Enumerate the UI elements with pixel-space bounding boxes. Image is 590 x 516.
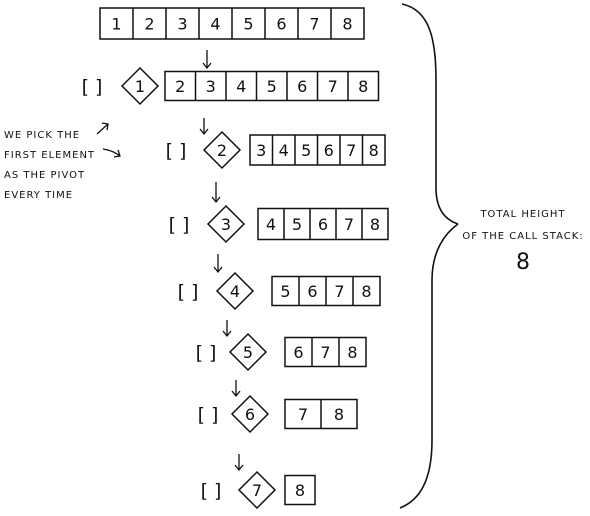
sub-array-cell: 3 — [256, 141, 266, 160]
top-array-cell: 7 — [309, 15, 319, 34]
total-value: 8 — [516, 250, 530, 275]
empty-list: [ ] — [198, 404, 219, 426]
note-line-2: FIRST ELEMENT — [4, 150, 96, 161]
sub-array-box — [284, 474, 316, 506]
brace-lower — [399, 223, 459, 509]
empty-list: [ ] — [82, 76, 103, 98]
sub-array-cell: 6 — [324, 141, 334, 160]
top-array-cell: 4 — [210, 15, 220, 34]
top-array-cell: 2 — [144, 15, 154, 34]
pivot-value: 7 — [252, 481, 262, 500]
pivot-value: 6 — [245, 405, 255, 424]
empty-list: [ ] — [166, 140, 187, 162]
sub-array-cell: 6 — [307, 282, 317, 301]
pivot-diamond — [215, 271, 255, 311]
sub-array-cell: 7 — [346, 141, 356, 160]
note-arrow-down — [102, 148, 121, 157]
empty-list: [ ] — [196, 342, 217, 364]
sub-array-cell: 6 — [293, 343, 303, 362]
total-line-1: TOTAL HEIGHT — [480, 209, 566, 220]
top-array-cell: 6 — [276, 15, 286, 34]
sub-array-cell: 5 — [280, 282, 290, 301]
top-array-cell: 1 — [111, 15, 121, 34]
sub-array-cell: 6 — [318, 215, 328, 234]
sub-array-cell: 7 — [328, 77, 338, 96]
sub-array-cell: 7 — [320, 343, 330, 362]
note-arrow-up-head — [101, 122, 109, 131]
brace-upper — [401, 3, 459, 225]
level-6: [ ] 6 7 8 — [198, 394, 358, 434]
sub-array-cell: 8 — [369, 141, 379, 160]
top-array-cell: 5 — [243, 15, 253, 34]
down-arrow-head — [199, 128, 209, 136]
pivot-value: 2 — [217, 141, 227, 160]
sub-array-cell: 8 — [361, 282, 371, 301]
note-arrow-down-head — [113, 149, 121, 158]
down-arrow-head — [222, 330, 232, 338]
sub-array-cell: 8 — [295, 481, 305, 500]
sub-array-cell: 8 — [334, 405, 344, 424]
sub-array-cell: 2 — [175, 77, 185, 96]
pivot-value: 5 — [243, 343, 253, 362]
sub-array-cell: 4 — [279, 141, 289, 160]
top-array-cell: 8 — [342, 15, 352, 34]
sub-array-box — [164, 70, 380, 102]
empty-list: [ ] — [169, 214, 190, 236]
note-arrows — [96, 122, 121, 158]
pivot-value: 3 — [221, 215, 231, 234]
sub-array-cell: 7 — [334, 282, 344, 301]
top-array-cell: 3 — [177, 15, 187, 34]
sub-array-cell: 3 — [206, 77, 216, 96]
pivot-diamond — [237, 470, 277, 510]
sub-array-cell: 5 — [292, 215, 302, 234]
sub-array-box — [284, 336, 367, 368]
sub-array-cell: 4 — [236, 77, 246, 96]
total-height-label: TOTAL HEIGHT OF THE CALL STACK: 8 — [458, 204, 588, 275]
down-arrow-head — [202, 62, 212, 70]
pivot-diamond — [120, 66, 160, 106]
sub-array-box — [257, 207, 389, 241]
level-7: [ ] 7 8 — [201, 470, 316, 510]
pivot-diamond — [230, 394, 270, 434]
down-arrow-head — [231, 390, 241, 398]
step-arrows — [199, 50, 244, 472]
note-line-1: WE PICK THE — [4, 130, 81, 141]
down-arrow-head — [234, 464, 244, 472]
sub-array-cell: 8 — [370, 215, 380, 234]
pivot-note: WE PICK THE FIRST ELEMENT AS THE PIVOT E… — [4, 126, 95, 206]
note-arrow-up — [96, 123, 109, 135]
total-line-2: OF THE CALL STACK: — [462, 231, 584, 242]
initial-array: 1 2 3 4 5 6 7 8 — [99, 7, 365, 40]
note-line-4: EVERY TIME — [4, 190, 74, 201]
pivot-diamond — [206, 204, 246, 244]
pivot-value: 1 — [135, 77, 145, 96]
sub-array-cell: 4 — [266, 215, 276, 234]
pivot-diamond — [202, 130, 242, 170]
sub-array-cell: 7 — [344, 215, 354, 234]
pivot-diamond — [228, 332, 268, 372]
pivot-value: 4 — [230, 282, 240, 301]
empty-list: [ ] — [201, 480, 222, 502]
sub-array-cell: 6 — [297, 77, 307, 96]
note-line-3: AS THE PIVOT — [4, 170, 86, 181]
sub-array-cell: 5 — [267, 77, 277, 96]
call-stack-brace — [399, 3, 459, 509]
sub-array-cell: 8 — [347, 343, 357, 362]
level-1: [ ] 1 2 3 4 5 6 7 8 — [82, 66, 380, 106]
sub-array-cell: 7 — [298, 405, 308, 424]
down-arrow-head — [211, 196, 221, 204]
empty-list: [ ] — [178, 281, 199, 303]
sub-array-cell: 5 — [301, 141, 311, 160]
sub-array-cell: 8 — [358, 77, 368, 96]
down-arrow-head — [213, 266, 223, 274]
